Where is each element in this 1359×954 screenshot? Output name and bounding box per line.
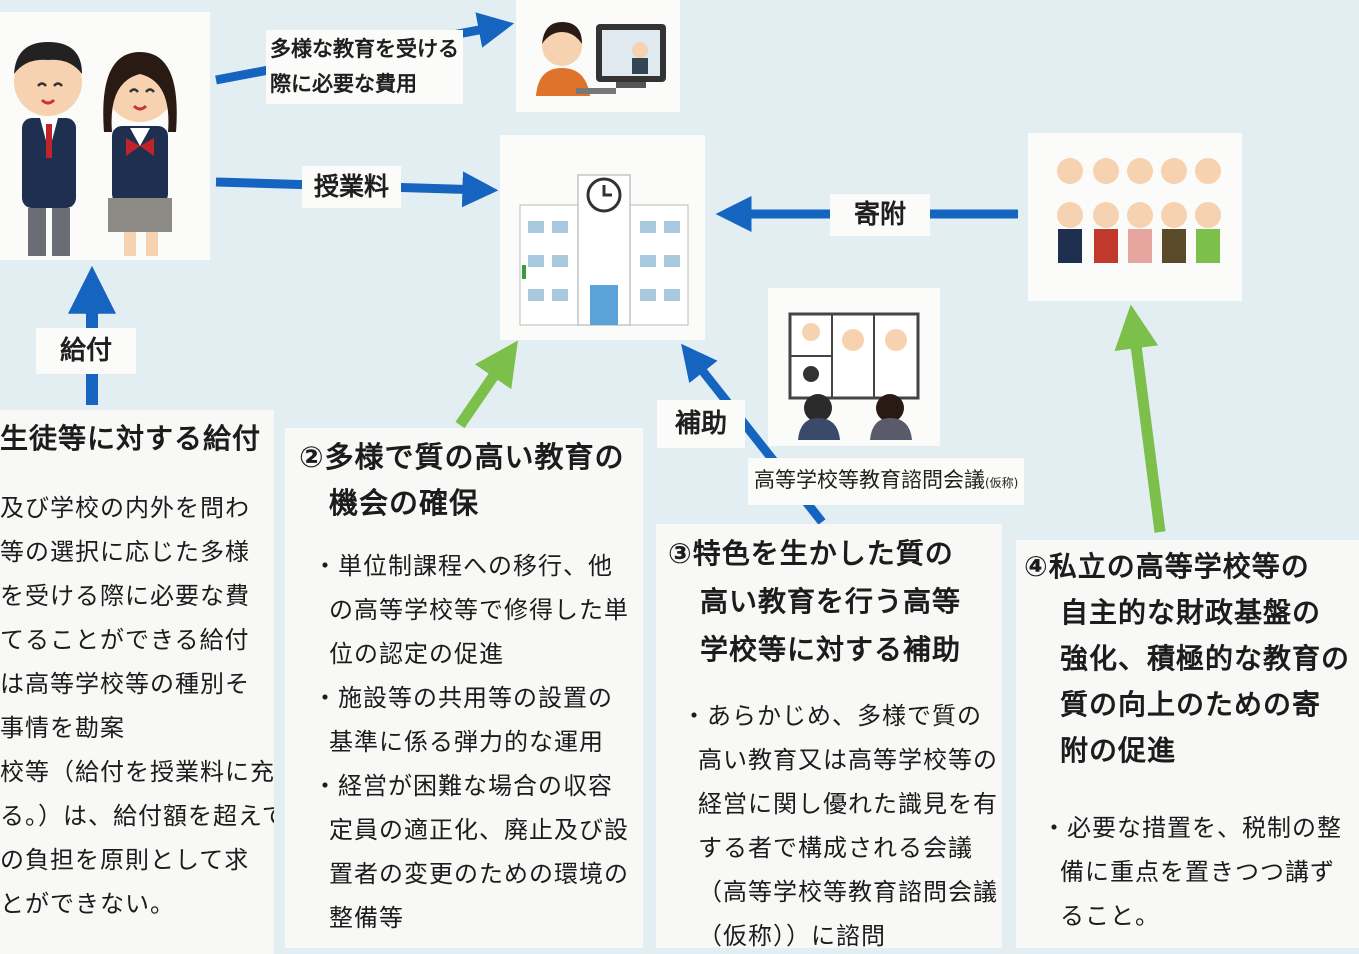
benefit-line-3: を受ける際に必要な費 — [0, 582, 250, 610]
online-learning-illustration — [516, 0, 680, 112]
subsidy-box: ③特色を生かした質の 高い教育を行う高等 学校等に対する補助 ・あらかじめ、多様… — [656, 524, 1002, 948]
benefit-line-8: る。）は、給付額を超えて — [0, 802, 274, 830]
donation-title-line3: 強化、積極的な教育の — [1060, 642, 1351, 675]
benefit-line-10: とができない。 — [0, 890, 175, 918]
donors-illustration — [1028, 133, 1242, 301]
council-name: 高等学校等教育諮問会議 — [754, 468, 985, 492]
benefit-line-5: は高等学校等の種別そ — [0, 670, 250, 698]
donation-title-line2: 自主的な財政基盤の — [1060, 596, 1322, 629]
benefit-line-6: 事情を勘案 — [0, 714, 125, 742]
video-conference-illustration — [768, 288, 940, 446]
donation-title-line1: ④私立の高等学校等の — [1024, 550, 1310, 583]
diverse-education-item-1: ・単位制課程への移行、他の高等学校等で修得した単位の認定の促進 — [313, 552, 629, 668]
benefit-box-title: 生徒等に対する給付 — [0, 422, 262, 455]
benefit-line-7: 校等（給付を授業料に充てる — [0, 758, 274, 786]
subsidy-title-line1: ③特色を生かした質の — [668, 537, 954, 570]
subsidy-label: 補助 — [657, 400, 746, 448]
green-arrow-4 — [1114, 304, 1166, 533]
subsidy-title-line2: 高い教育を行う高等 — [700, 585, 962, 618]
diverse-education-box: ②多様で質の高い教育の 機会の確保 ・単位制課程への移行、他の高等学校等で修得し… — [285, 428, 643, 948]
school-building-illustration — [500, 135, 705, 340]
green-arrow-2 — [455, 340, 518, 429]
video-conference-icon — [788, 312, 920, 440]
donation-box: ④私立の高等学校等の 自主的な財政基盤の 強化、積極的な教育の 質の向上のための… — [1016, 540, 1359, 948]
benefit-line-2: 等の選択に応じた多様 — [0, 538, 250, 566]
diverse-education-item-3: ・経営が困難な場合の収容定員の適正化、廃止及び設置者の変更のための環境の整備等 — [313, 772, 629, 932]
donation-title-line4: 質の向上のための寄 — [1060, 688, 1322, 721]
benefit-line-1: 及び学校の内外を問わ — [0, 494, 250, 522]
donors-icon — [1057, 158, 1221, 263]
cost-label-line1: 多様な教育を受ける — [270, 37, 459, 61]
diverse-education-title-line1: ②多様で質の高い教育の — [299, 440, 625, 474]
benefit-line-9: の負担を原則として求 — [0, 846, 250, 874]
donation-item-1: ・必要な措置を、税制の整備に重点を置きつつ講ずること。 — [1042, 814, 1342, 930]
students-icon — [14, 42, 177, 256]
benefit-box: 生徒等に対する給付 及び学校の内外を問わ 等の選択に応じた多様 を受ける際に必要… — [0, 410, 274, 954]
benefit-label: 給付 — [36, 328, 137, 374]
school-icon — [519, 174, 689, 326]
students-illustration — [0, 12, 210, 260]
donation-title-line5: 附の促進 — [1060, 734, 1177, 767]
diverse-education-item-2: ・施設等の共用等の設置の基準に係る弾力的な運用 — [313, 684, 613, 756]
cost-label: 多様な教育を受ける 際に必要な費用 — [266, 30, 463, 104]
benefit-line-4: てることができる給付 — [0, 626, 250, 654]
cost-label-line2: 際に必要な費用 — [270, 72, 417, 96]
subsidy-item-1: ・あらかじめ、多様で質の高い教育又は高等学校等の経営に関し優れた識見を有する者で… — [682, 702, 998, 948]
online-learning-icon — [536, 22, 666, 96]
tuition-label: 授業料 — [302, 166, 402, 208]
council-note: (仮称) — [985, 476, 1019, 490]
donation-label: 寄附 — [830, 194, 931, 236]
council-label: 高等学校等教育諮問会議(仮称) — [748, 458, 1025, 505]
diverse-education-title-line2: 機会の確保 — [329, 486, 480, 520]
subsidy-title-line3: 学校等に対する補助 — [700, 633, 962, 666]
